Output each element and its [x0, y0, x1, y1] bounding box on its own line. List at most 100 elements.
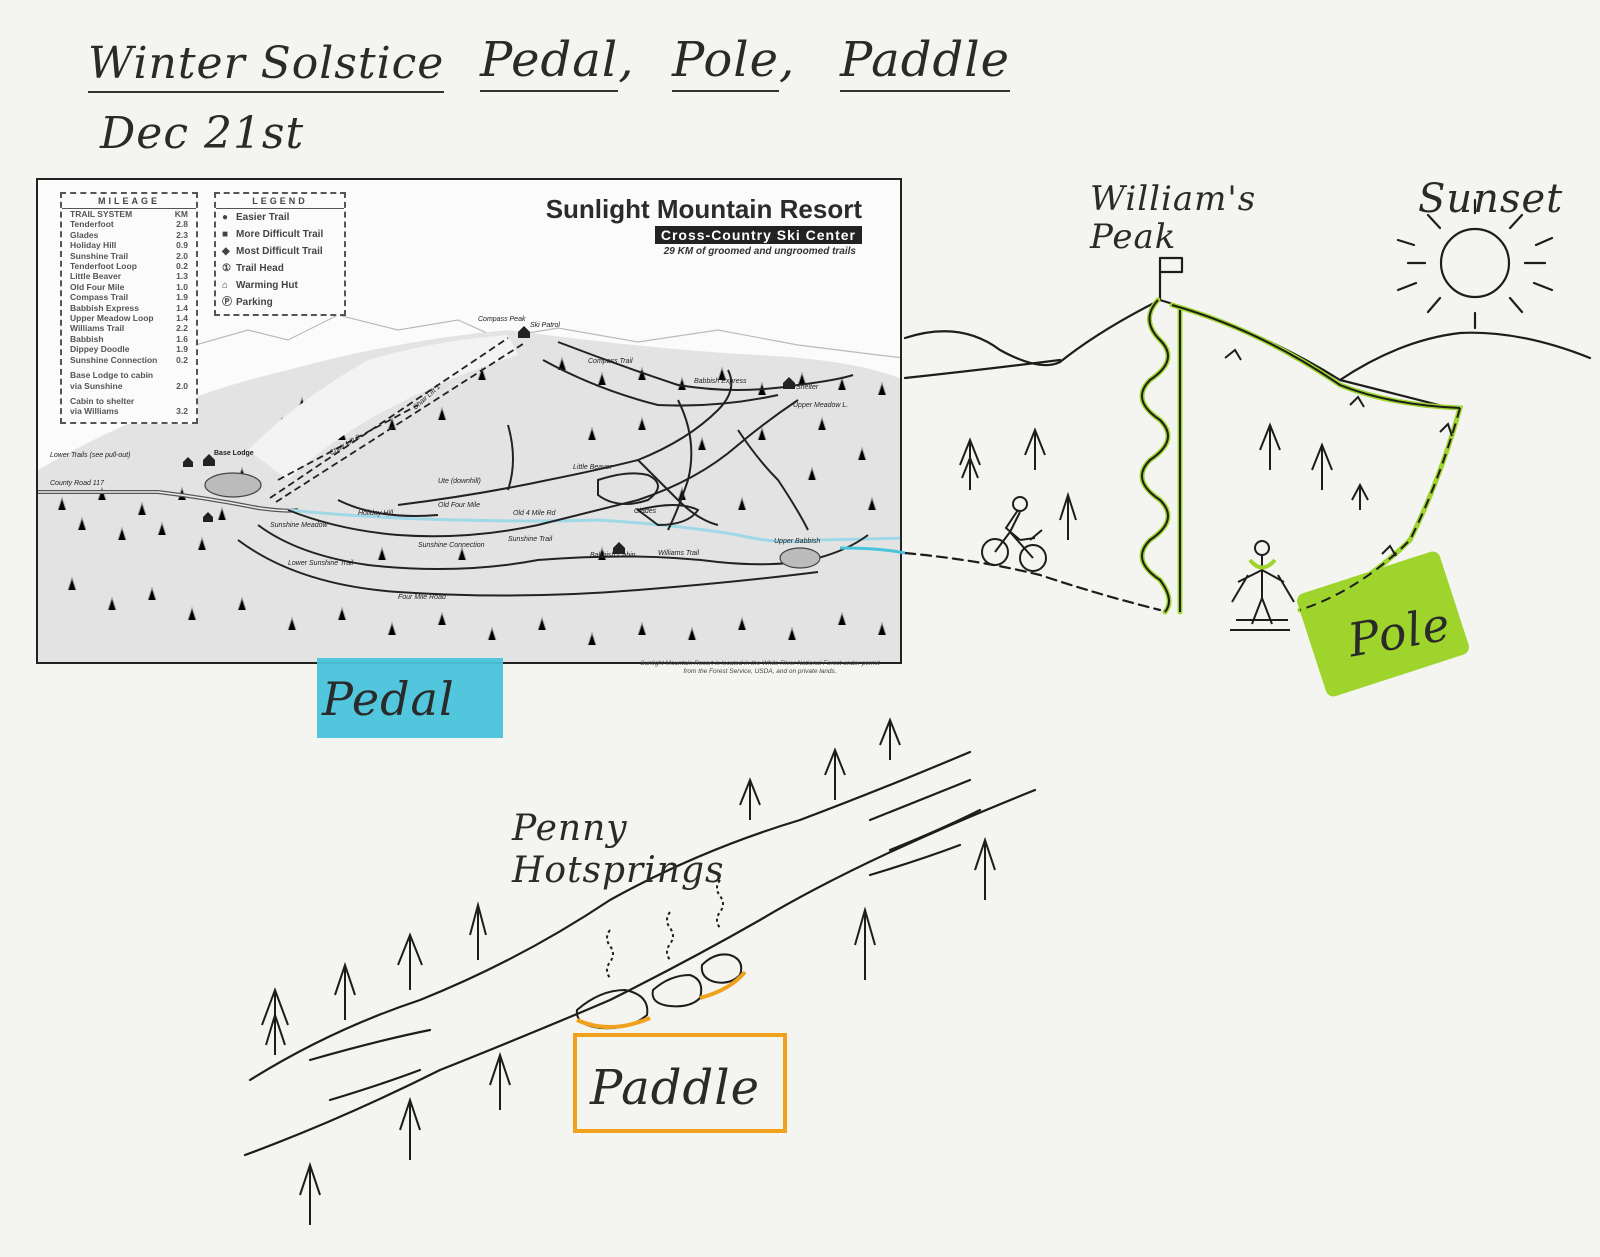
river-trees: [261, 717, 996, 1225]
label-sunshine-meadow: Sunshine Meadow: [270, 522, 328, 529]
mileage-trail-km: 1.4: [176, 313, 188, 324]
mileage-row: Upper Meadow Loop 1.4: [62, 313, 196, 323]
mileage-trail-km: 0.2: [176, 354, 188, 365]
mileage-trail-name: Babbish Express: [70, 302, 139, 313]
pedal-highlight: [317, 658, 503, 738]
legend-item: Ⓟ Parking: [216, 294, 344, 311]
mileage-trail-km: 2.0: [176, 250, 188, 261]
ski-trails: [237, 341, 869, 597]
title-sep-1: ,: [618, 32, 635, 88]
title-pedal-text: Pedal: [480, 32, 619, 92]
label-county-road: County Road 117: [50, 480, 104, 487]
legend-item: ◆ Most Difficult Trail: [216, 243, 344, 260]
mileage-trail-km: 1.0: [176, 281, 188, 292]
mileage-trail-km: 1.3: [176, 271, 188, 282]
label-ski-patrol: Ski Patrol: [530, 322, 560, 329]
label-old-four-mile: Old Four Mile: [438, 502, 481, 509]
mileage-extra-via: via Sunshine: [70, 380, 123, 391]
mileage-header-name: TRAIL SYSTEM: [70, 209, 133, 219]
mountain-line-2: [903, 358, 1062, 380]
mileage-row: Sunshine Trail 2.0: [62, 251, 196, 261]
mileage-trail-km: 1.6: [176, 333, 188, 344]
pedal-label: Pedal: [322, 672, 455, 726]
hotspring-pools: [575, 879, 743, 1030]
resort-title: Sunlight Mountain Resort: [545, 194, 862, 224]
skier-icon: [1230, 540, 1295, 631]
label-williams-trail: Williams Trail: [658, 550, 700, 557]
title-pole-text: Pole: [672, 32, 780, 92]
label-compass-peak: Compass Peak: [478, 316, 526, 323]
ski-map-illustration: [38, 314, 900, 662]
label-glades: Glades: [634, 508, 657, 515]
mountain-trees: [959, 422, 1369, 540]
mileage-trail-name: Sunshine Trail: [70, 250, 129, 261]
legend-symbol-icon: Ⓟ: [222, 297, 232, 308]
label-compass-trail: Compass Trail: [588, 358, 633, 365]
label-sunshine-trail: Lower Sunshine Trail: [288, 560, 354, 567]
mileage-trail-name: Compass Trail: [70, 292, 129, 303]
legend-rows: ●Easier Trail■More Difficult Trail◆Most …: [216, 209, 344, 311]
label-little-beaver: Little Beaver: [573, 464, 612, 471]
mountain-line-1: [903, 298, 1162, 367]
mountain-line-3: [1158, 298, 1592, 382]
label-four-mile-road: Four Mile Road: [398, 594, 446, 601]
sun-rays: [1396, 198, 1554, 330]
title-paddle-text: Paddle: [840, 32, 1010, 92]
mileage-trail-name: Glades: [70, 229, 99, 240]
mileage-extra-km: 2.0: [176, 380, 188, 391]
legend-symbol-icon: ◆: [222, 246, 230, 257]
label-sunshine-trail-2: Sunshine Trail: [508, 536, 553, 543]
mileage-extra-row: Base Lodge to cabin: [62, 370, 196, 380]
lodge-icons: [183, 326, 795, 554]
legend-symbol-icon: ●: [222, 212, 229, 223]
chair-lifts: [269, 337, 527, 503]
mileage-title: MILEAGE: [62, 194, 196, 209]
sun-icon: [1439, 227, 1511, 299]
title-pedal: Pedal,: [480, 32, 635, 92]
event-name: Winter Solstice: [88, 38, 445, 93]
resort-footer: Sunlight Mountain Resort is located in t…: [640, 660, 880, 675]
mileage-trail-name: Upper Meadow Loop: [70, 313, 154, 324]
mileage-extra-row: Cabin to shelter: [62, 396, 196, 406]
legend-label: Most Difficult Trail: [236, 246, 323, 257]
legend-label: Parking: [236, 297, 273, 308]
title-sep-2: ,: [779, 32, 796, 88]
mileage-trail-name: Williams Trail: [70, 323, 125, 334]
mileage-extra-km: 3.2: [176, 406, 188, 417]
mileage-header-km: KM: [174, 209, 188, 219]
label-sunshine-connection: Sunshine Connection: [418, 542, 485, 549]
legend-symbol-icon: ①: [222, 263, 231, 274]
label-holiday-hill: Holiday Hill: [358, 510, 394, 517]
legend-symbol-icon: ■: [222, 229, 229, 240]
mileage-trail-km: 2.2: [176, 323, 188, 334]
mileage-trail-km: 2.3: [176, 229, 188, 240]
label-ute: Ute (downhill): [438, 478, 481, 485]
mileage-trail-name: Tenderfoot Loop: [70, 261, 137, 272]
legend-symbol-icon: ⌂: [222, 280, 229, 291]
mileage-trail-name: Old Four Mile: [70, 281, 125, 292]
mileage-trail-name: Little Beaver: [70, 271, 122, 282]
mileage-trail-name: Sunshine Connection: [70, 354, 158, 365]
legend-label: Easier Trail: [236, 212, 290, 223]
event-date: Dec 21st: [100, 108, 305, 159]
label-four-mile-rd: Old 4 Mile Rd: [513, 510, 556, 517]
mileage-row: Sunshine Connection 0.2: [62, 355, 196, 365]
event-title: Winter Solstice: [88, 38, 445, 93]
peak-flag: [1158, 256, 1184, 302]
mileage-trail-name: Tenderfoot: [70, 219, 114, 230]
legend-label: Warming Hut: [236, 280, 298, 291]
mileage-extra-via: via Williams: [70, 406, 119, 417]
legend-box: LEGEND ●Easier Trail■More Difficult Trai…: [214, 192, 346, 316]
sunset-label: Sunset: [1418, 176, 1564, 222]
bike-route: [903, 551, 1162, 612]
label-upper-meadow: Upper Meadow L.: [793, 402, 849, 409]
label-lower-trails: Lower Trails (see pull-out): [50, 452, 131, 459]
mileage-row: Little Beaver 1.3: [62, 271, 196, 281]
